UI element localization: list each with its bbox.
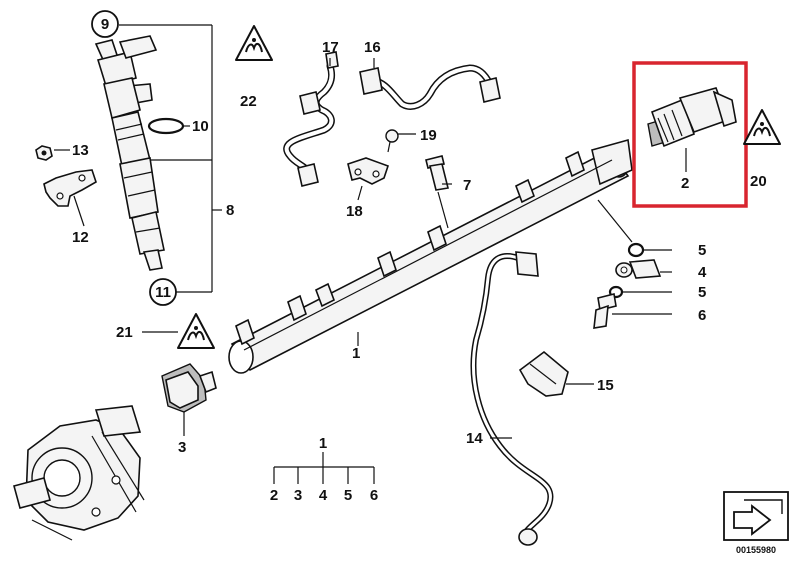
callout-12: 12	[72, 229, 89, 246]
callout-18: 18	[346, 203, 363, 220]
banjo-fitting[interactable]	[615, 259, 662, 279]
tree-child-6: 6	[370, 487, 378, 504]
callout-4: 4	[698, 264, 707, 281]
callout-5a: 5	[698, 242, 706, 259]
clamping-bracket[interactable]	[43, 169, 97, 207]
callout-9: 9	[101, 16, 109, 33]
tree-child-3: 3	[294, 487, 302, 504]
callout-21: 21	[116, 324, 133, 341]
note-symbol-icon-20	[743, 109, 781, 145]
callout-15: 15	[597, 377, 614, 394]
callout-7: 7	[463, 177, 471, 194]
callout-20: 20	[750, 173, 767, 190]
high-pressure-pump[interactable]	[13, 405, 145, 541]
rail-pressure-sensor[interactable]	[161, 363, 217, 413]
hollow-bolt[interactable]	[593, 293, 617, 329]
callout-14: 14	[466, 430, 483, 447]
nut[interactable]	[35, 145, 53, 161]
callout-13: 13	[72, 142, 89, 159]
callout-5b: 5	[698, 284, 706, 301]
injector[interactable]	[94, 35, 165, 271]
diagram-id: 00155980	[736, 545, 776, 555]
note-symbol-icon-21	[177, 313, 215, 349]
leader-lines	[54, 24, 687, 484]
screw[interactable]	[385, 129, 399, 153]
wiring-harness-16[interactable]	[359, 64, 501, 110]
corner-arrow-icon	[723, 491, 789, 541]
callout-6: 6	[698, 307, 706, 324]
tree-child-5: 5	[344, 487, 352, 504]
tree-child-2: 2	[270, 487, 278, 504]
insulating-sleeve[interactable]	[518, 350, 569, 397]
wiring-harness-17[interactable]	[283, 51, 339, 187]
pressure-regulating-valve[interactable]	[647, 87, 737, 148]
callout-1: 1	[352, 345, 360, 362]
bolt[interactable]	[425, 155, 449, 191]
callout-22: 22	[240, 93, 257, 110]
callout-16: 16	[364, 39, 381, 56]
callout-10: 10	[192, 118, 209, 135]
tree-child-4: 4	[319, 487, 328, 504]
o-ring[interactable]	[147, 117, 185, 135]
callout-17: 17	[322, 39, 339, 56]
callout-3: 3	[178, 439, 186, 456]
note-symbol-icon-22	[235, 25, 273, 61]
tree-root: 1	[319, 435, 327, 452]
common-rail[interactable]	[228, 138, 633, 374]
callout-2: 2	[681, 175, 689, 192]
callout-circle-11	[149, 278, 177, 306]
holder[interactable]	[347, 157, 390, 185]
gasket-ring-upper[interactable]	[627, 242, 645, 258]
highlight-frame	[632, 61, 748, 208]
callout-8: 8	[226, 202, 234, 219]
injection-line[interactable]	[470, 251, 554, 546]
callout-11: 11	[155, 284, 171, 301]
callout-19: 19	[420, 127, 437, 144]
callout-circle-9	[91, 10, 119, 38]
